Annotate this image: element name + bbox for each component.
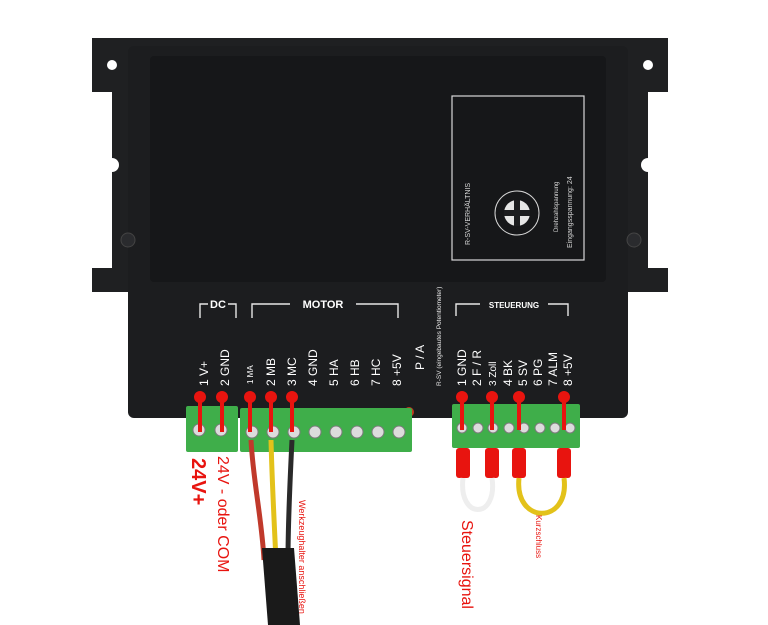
pa-label: P / A xyxy=(413,345,427,370)
mount-hole xyxy=(643,60,653,70)
control-terminal-label: 3 Zoll xyxy=(488,362,499,386)
annotation-kurzschluss: Kurzschluss xyxy=(534,515,543,558)
mount-hole xyxy=(105,158,119,172)
motor-terminal-label: 5 HA xyxy=(327,359,341,386)
control-terminal-label: 6 PG xyxy=(531,359,545,386)
control-terminal-label: 1 GND xyxy=(455,349,469,386)
steuerung-header: STEUERUNG xyxy=(489,301,539,310)
dc-terminal-label: 1 V+ xyxy=(197,361,211,386)
jumper-wires xyxy=(456,448,571,516)
mount-hole xyxy=(107,60,117,70)
control-terminal-label: 4 BK xyxy=(501,360,515,386)
control-terminal-label: 8 +5V xyxy=(561,354,575,386)
annotation-24v-plus: 24V+ xyxy=(187,458,209,505)
case-top-panel xyxy=(150,56,606,282)
plate-note-1: Drehzahlspannung xyxy=(554,182,560,232)
motor-header: MOTOR xyxy=(303,299,344,311)
annotation-motor-note: Werkzeughalter anschließen xyxy=(297,500,307,614)
red-pin-markers xyxy=(194,391,570,432)
control-terminal-label: 5 SV xyxy=(516,360,530,386)
dc-terminal-label: 2 GND xyxy=(218,349,232,386)
annotation-steuersignal: Steuersignal xyxy=(458,520,475,609)
motor-terminal-label: 6 HB xyxy=(348,359,362,386)
motor-terminal-label: 8 +5V xyxy=(390,354,404,386)
speed-dial-icon xyxy=(494,190,540,236)
plate-note-2: Eingangsspannung: 24 xyxy=(567,176,574,248)
motor-terminal-block xyxy=(240,408,412,452)
control-terminal-label: 7 ALM xyxy=(546,352,560,386)
control-terminal-label: 2 F / R xyxy=(470,350,484,386)
plate-title: R-SV-VERHÄLTNIS xyxy=(464,183,472,245)
control-terminal-block xyxy=(452,404,580,448)
motor-cable xyxy=(248,439,300,625)
motor-terminal-label: 3 MC xyxy=(285,357,299,386)
motor-terminal-label: 7 HC xyxy=(369,358,383,386)
mount-hole xyxy=(641,158,655,172)
info-plate xyxy=(451,95,585,261)
dc-bracket xyxy=(199,303,237,318)
screw-icon xyxy=(120,232,136,248)
motor-terminal-label: 2 MB xyxy=(264,358,278,386)
potentiometer-note: R-SV (eingebautes Potentiometer) xyxy=(436,287,443,386)
dc-header: DC xyxy=(210,299,226,311)
motor-bracket xyxy=(251,303,399,318)
motor-terminal-label: 1 MA xyxy=(246,365,255,384)
motor-terminal-label: 4 GND xyxy=(306,349,320,386)
annotation-24v-minus: 24V - oder COM xyxy=(214,456,231,572)
terminal-screws xyxy=(192,422,576,439)
steuerung-bracket xyxy=(455,303,569,316)
screw-icon xyxy=(626,232,642,248)
